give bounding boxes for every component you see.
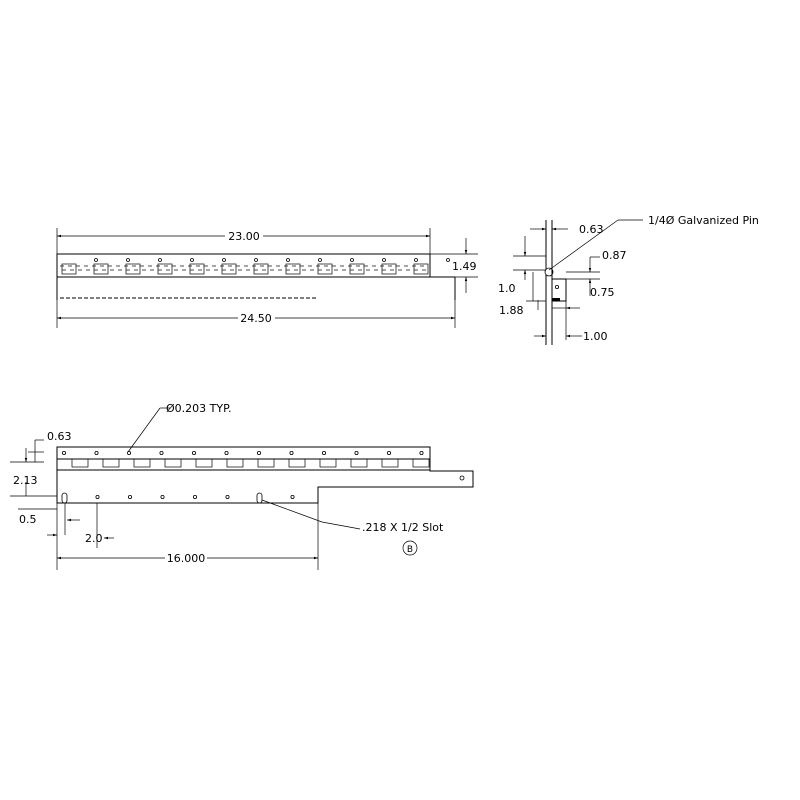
lower-hole — [127, 494, 132, 499]
upper-hole — [62, 450, 67, 455]
knuckle — [189, 263, 205, 275]
bottom-upper-leaf — [56, 446, 431, 460]
top-hole — [318, 258, 322, 262]
upper-hole — [224, 450, 229, 455]
upper-hole — [191, 450, 196, 455]
knuckle — [221, 263, 237, 275]
dim-16: 16.000 — [167, 552, 206, 565]
knuckle — [350, 458, 368, 468]
lower-hole — [95, 494, 100, 499]
top-hinge-body — [56, 253, 431, 278]
dim-1-49: 1.49 — [452, 260, 477, 273]
top-hole — [446, 258, 450, 262]
top-hole — [414, 258, 418, 262]
knuckle — [413, 263, 429, 275]
tab-hole — [459, 475, 465, 481]
top-hole — [286, 258, 290, 262]
knuckle — [412, 458, 430, 468]
upper-hole — [289, 450, 294, 455]
upper-hole — [256, 450, 261, 455]
dim-0-75: 0.75 — [590, 286, 615, 299]
bottom-view: Ø0.203 TYP. 0.63 2.13 0.5 2.0 16.000 .21… — [10, 402, 474, 570]
top-hole — [222, 258, 226, 262]
top-hole — [190, 258, 194, 262]
knuckle — [71, 458, 89, 468]
slot-right — [256, 492, 263, 504]
dim-2-13: 2.13 — [13, 474, 38, 487]
knuckle — [157, 263, 173, 275]
knuckle — [164, 458, 182, 468]
knuckle — [257, 458, 275, 468]
knuckle — [317, 263, 333, 275]
dim-1-0: 1.0 — [498, 282, 516, 295]
top-knuckle-band — [60, 258, 450, 275]
top-hole — [382, 258, 386, 262]
upper-hole — [386, 450, 391, 455]
knuckle — [195, 458, 213, 468]
revision-mark: B — [407, 545, 413, 555]
pin-circle — [544, 267, 554, 277]
top-hole — [94, 258, 98, 262]
bottom-holes — [62, 450, 424, 499]
dim-1-88: 1.88 — [499, 304, 524, 317]
knuckle — [125, 263, 141, 275]
knuckle — [253, 263, 269, 275]
dim-2-0: 2.0 — [85, 532, 103, 545]
upper-hole — [94, 450, 99, 455]
pin-note: 1/4Ø Galvanized Pin — [648, 214, 759, 227]
hole-note: Ø0.203 TYP. — [166, 402, 232, 415]
upper-hole — [419, 450, 424, 455]
dim-1-00: 1.00 — [583, 330, 608, 343]
knuckle — [102, 458, 120, 468]
knuckle — [285, 263, 301, 275]
knuckle — [319, 458, 337, 468]
bottom-lower-leaf — [56, 469, 474, 504]
top-hole — [126, 258, 130, 262]
side-leaf-block — [551, 278, 567, 302]
side-view: 1/4Ø Galvanized Pin 0.63 1.0 1.88 0.87 0… — [498, 214, 759, 345]
dim-0-87: 0.87 — [602, 249, 627, 262]
dim-b-0-63: 0.63 — [47, 430, 72, 443]
bottom-knuckle-strip — [57, 458, 430, 471]
lower-hole — [192, 494, 197, 499]
upper-hole — [354, 450, 359, 455]
knuckle — [349, 263, 365, 275]
dim-24-50: 24.50 — [240, 312, 272, 325]
knuckle — [93, 263, 109, 275]
lower-hole — [160, 494, 165, 499]
knuckle — [381, 263, 397, 275]
upper-hole — [321, 450, 326, 455]
lower-hole — [290, 494, 295, 499]
top-hole — [254, 258, 258, 262]
knuckle — [61, 263, 77, 275]
knuckle — [133, 458, 151, 468]
knuckle — [288, 458, 306, 468]
upper-hole — [127, 450, 132, 455]
slot-note: .218 X 1/2 Slot — [362, 521, 444, 534]
upper-hole — [159, 450, 164, 455]
lower-hole — [225, 494, 230, 499]
knuckle — [226, 458, 244, 468]
top-hole — [158, 258, 162, 262]
slot-left — [61, 492, 68, 504]
dim-0-5: 0.5 — [19, 513, 37, 526]
top-hole — [350, 258, 354, 262]
knuckle — [381, 458, 399, 468]
revision-circle — [402, 540, 418, 556]
top-view: 23.00 1.49 24.50 — [56, 228, 478, 328]
dim-23: 23.00 — [228, 230, 260, 243]
dim-0-63: 0.63 — [579, 223, 604, 236]
